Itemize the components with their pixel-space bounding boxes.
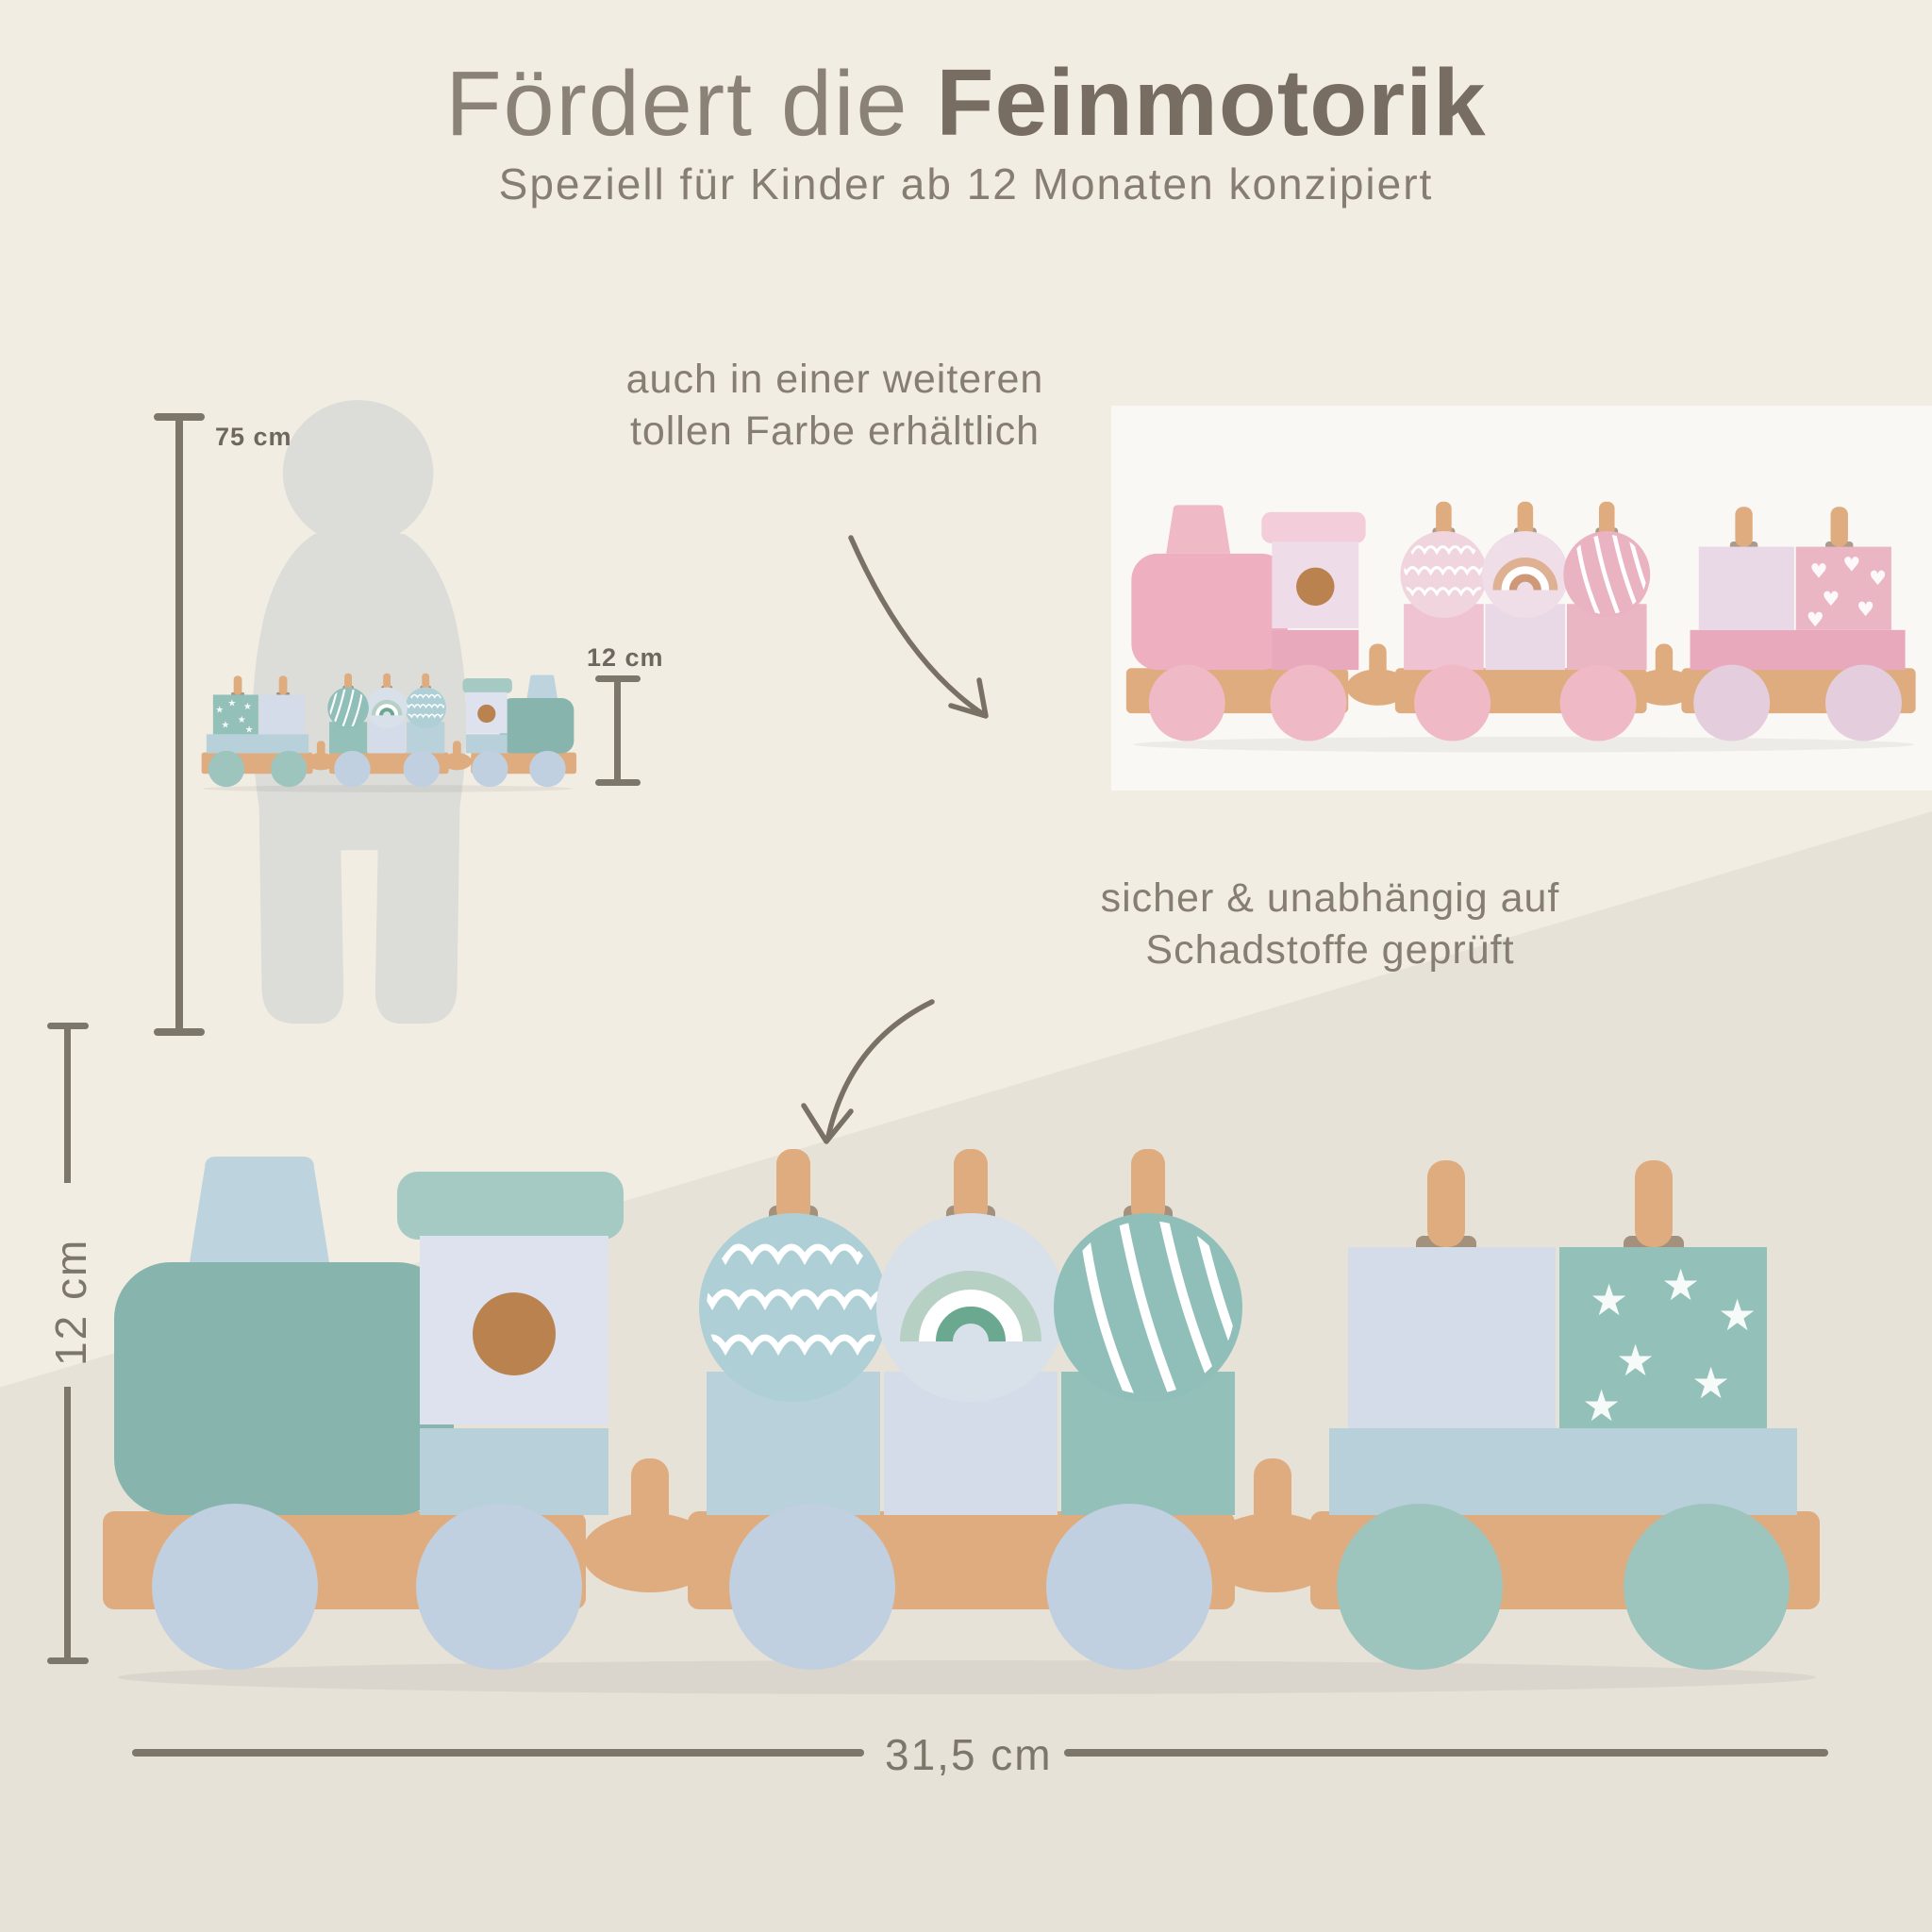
page-title: Fördert die Feinmotorik [0, 49, 1932, 158]
toy-train-blue-small-image [198, 672, 577, 795]
page-subtitle: Speziell für Kinder ab 12 Monaten konzip… [498, 159, 1434, 208]
dimension-label-child-height: 75 cm [215, 423, 292, 451]
dimension-line-large-toy-height-upper [64, 1023, 71, 1183]
callout-safety-line2: Schadstoffe geprüft [1145, 927, 1515, 974]
callout-color-variant: auch in einer weiteren tollen Farbe erhä… [491, 354, 1179, 458]
dimension-cap-bottom [154, 1028, 205, 1036]
callout-safety-line1: sicher & unabhängig auf [1100, 875, 1560, 921]
dimension-line-child-height [175, 413, 183, 1036]
dimension-label-small-toy-height: 12 cm [587, 643, 664, 672]
dimension-cap-top [595, 675, 641, 682]
dimension-line-toy-length-left [132, 1749, 864, 1757]
dimension-cap-bottom [595, 779, 641, 786]
dimension-line-small-toy-height [614, 675, 621, 785]
dimension-cap-top [154, 413, 205, 421]
toy-train-pink-image [1124, 498, 1923, 758]
curved-arrow-down-icon [801, 999, 935, 1144]
page-title-bold: Feinmotorik [936, 50, 1487, 156]
dimension-label-large-toy-height: 12 cm [46, 1238, 95, 1366]
curved-arrow-right-icon [848, 535, 989, 719]
dimension-label-toy-length: 31,5 cm [885, 1730, 1053, 1779]
toy-train-blue-large-image [99, 1141, 1835, 1707]
dimension-line-large-toy-height-lower [64, 1387, 71, 1664]
callout-color-line2: tollen Farbe erhältlich [629, 408, 1041, 455]
dimension-cap-bottom [47, 1657, 89, 1664]
callout-color-line1: auch in einer weiteren [625, 357, 1044, 402]
page-title-light: Fördert die [445, 52, 937, 155]
dimension-line-toy-length-right [1064, 1749, 1828, 1757]
callout-safety: sicher & unabhängig auf Schadstoffe gepr… [1000, 873, 1660, 976]
